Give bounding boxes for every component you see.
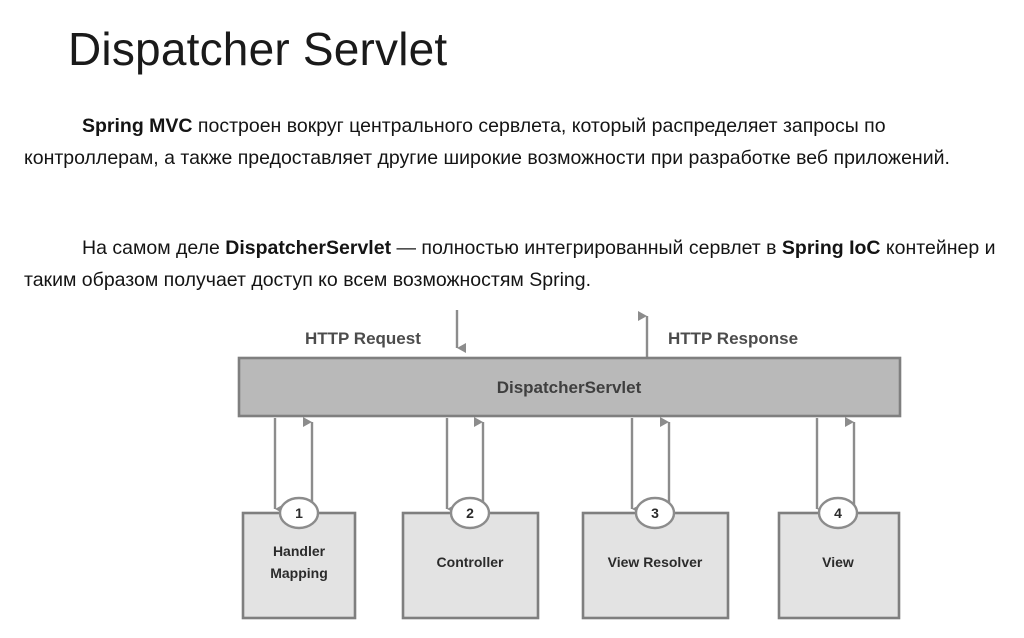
badge-number-1: 1 <box>295 505 303 521</box>
component-box-view-resolver[interactable]: 3 View Resolver <box>581 496 730 620</box>
component-label-line-1: View Resolver <box>608 554 703 570</box>
emphasis-text: Spring IoC <box>781 237 881 259</box>
component-label-line-1: Controller <box>437 554 504 570</box>
badge-circle-3 <box>634 496 676 530</box>
badge-circle-1 <box>278 496 320 530</box>
badge-number-2: 2 <box>466 505 474 521</box>
body-text: построен вокруг центрального сервлета, к… <box>24 115 950 169</box>
badge-number-3: 3 <box>651 505 659 521</box>
page-title: Dispatcher Servlet <box>68 23 448 75</box>
component-label-line-1: Handler <box>273 543 326 559</box>
emphasis-text: Spring MVC <box>82 115 193 137</box>
body-text: контейнер и таким образом получает досту… <box>24 237 996 291</box>
body-text: — полностью интегрированный сервлет в <box>391 237 782 259</box>
badge-circle-4 <box>817 496 859 530</box>
component-box-handler-mapping[interactable]: 1 Handler Mapping <box>241 496 357 620</box>
paragraph-dispatcherservlet-description: На самом деле DispatcherServlet — полнос… <box>24 232 1000 296</box>
badge-circle-2 <box>449 496 491 530</box>
body-text: На самом деле <box>82 237 226 259</box>
badge-number-4: 4 <box>834 505 842 521</box>
http-request-group: HTTP Request <box>305 310 466 353</box>
component-label-line-2: Mapping <box>270 565 328 581</box>
dispatcher-servlet-bar-rect <box>237 356 902 418</box>
paragraph-spring-mvc-intro: Spring MVC построен вокруг центрального … <box>24 110 1000 174</box>
component-box-rect <box>581 511 730 620</box>
http-request-label: HTTP Request <box>305 329 421 348</box>
connector-arrows <box>273 417 856 514</box>
dispatcher-servlet-diagram: HTTP Request HTTP Response DispatcherSer… <box>0 306 1024 638</box>
component-box-rect <box>401 511 540 620</box>
dispatcher-servlet-bar-label: DispatcherServlet <box>497 378 642 397</box>
component-label-line-1: View <box>822 554 854 570</box>
dispatcher-servlet-bar: DispatcherServlet <box>237 356 902 418</box>
http-response-group: HTTP Response <box>638 311 798 358</box>
http-response-label: HTTP Response <box>668 329 798 348</box>
component-box-controller[interactable]: 2 Controller <box>401 496 540 620</box>
component-box-view[interactable]: 4 View <box>777 496 901 620</box>
emphasis-text: DispatcherServlet <box>225 237 392 259</box>
